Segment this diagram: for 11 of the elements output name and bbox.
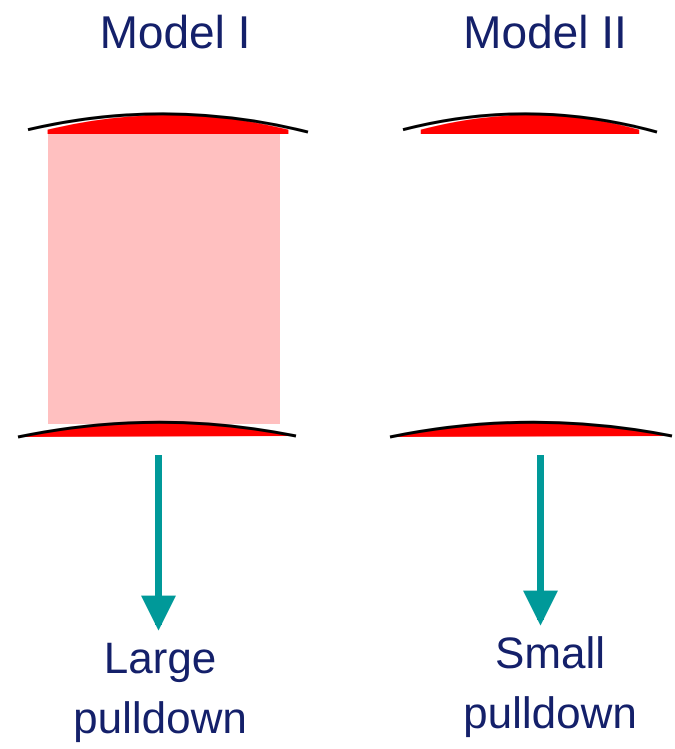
result-label: Large pulldown — [40, 625, 280, 749]
arrow — [141, 455, 176, 631]
arrow — [523, 455, 558, 626]
membrane-bar — [18, 420, 296, 440]
model-title: Model II — [462, 5, 628, 59]
result-label: Small pulldown — [430, 620, 670, 744]
membrane-bar — [390, 420, 672, 440]
model-title: Model I — [98, 5, 252, 59]
membrane-bar — [28, 110, 308, 134]
shaded-column — [48, 134, 280, 424]
membrane-bar — [403, 110, 657, 134]
